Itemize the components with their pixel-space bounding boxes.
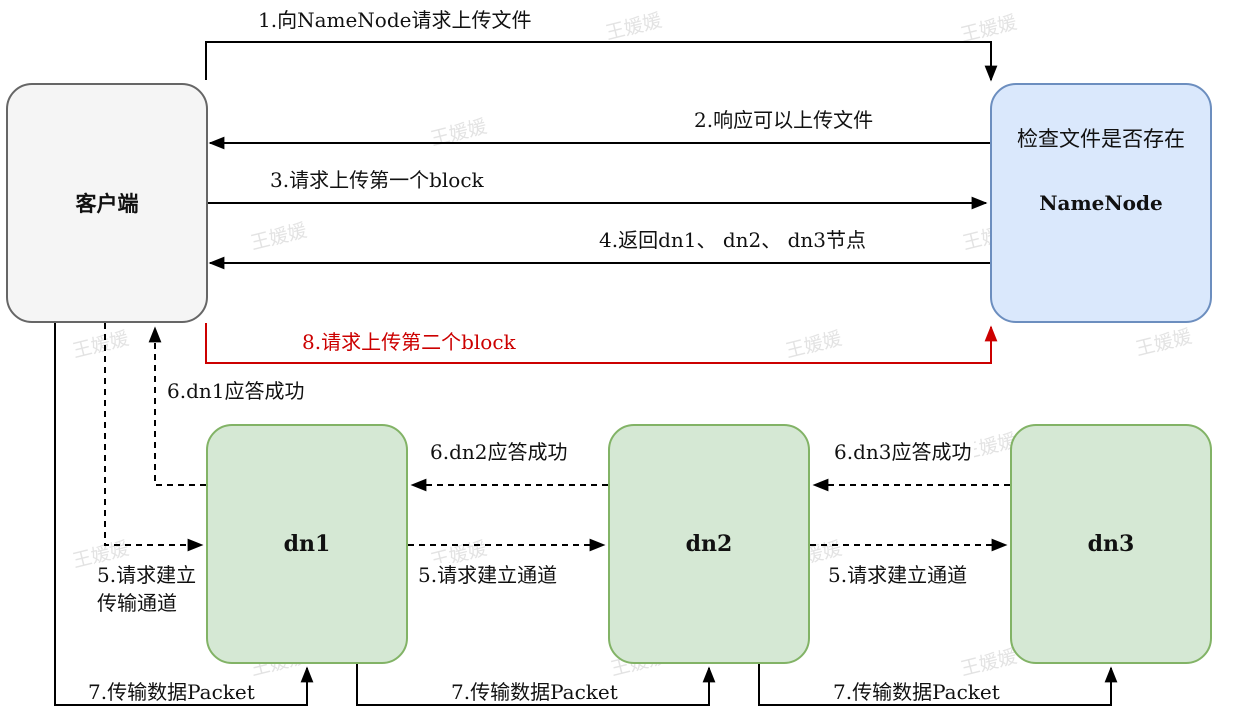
step6-dn3-label: 6.dn3应答成功 bbox=[832, 440, 974, 464]
step3-label: 3.请求上传第一个block bbox=[268, 168, 486, 192]
step5-client-label-line1: 5.请求建立 bbox=[95, 563, 199, 587]
step2-label: 2.响应可以上传文件 bbox=[692, 108, 876, 132]
dn2-label: dn2 bbox=[685, 531, 733, 557]
datanode-dn2: dn2 bbox=[608, 424, 810, 664]
datanode-dn1: dn1 bbox=[206, 424, 408, 664]
step7-client-label: 7.传输数据Packet bbox=[86, 680, 257, 704]
step5-client-label-line2: 传输通道 bbox=[95, 591, 179, 615]
client-label: 客户端 bbox=[75, 192, 139, 216]
client-node: 客户端 bbox=[6, 83, 208, 323]
step8-label: 8.请求上传第二个block bbox=[300, 330, 518, 354]
arrow-step8 bbox=[205, 323, 998, 364]
namenode-label: NameNode bbox=[1039, 191, 1163, 215]
dn1-label: dn1 bbox=[283, 531, 331, 557]
step7-dn1-label: 7.传输数据Packet bbox=[449, 680, 620, 704]
step5-dn2-label: 5.请求建立通道 bbox=[826, 563, 970, 587]
arrow-dn1-ack bbox=[148, 326, 206, 486]
dn3-label: dn3 bbox=[1087, 531, 1135, 557]
datanode-dn3: dn3 bbox=[1010, 424, 1212, 664]
step1-label: 1.向NameNode请求上传文件 bbox=[256, 8, 534, 32]
arrow-client-pipeline bbox=[104, 323, 204, 552]
step7-dn2-label: 7.传输数据Packet bbox=[831, 680, 1002, 704]
namenode-node: 检查文件是否存在 NameNode bbox=[990, 83, 1212, 323]
step5-dn1-label: 5.请求建立通道 bbox=[416, 563, 560, 587]
step6-dn1-label: 6.dn1应答成功 bbox=[165, 379, 307, 403]
step6-dn2-label: 6.dn2应答成功 bbox=[428, 440, 570, 464]
step4-label: 4.返回dn1、 dn2、 dn3节点 bbox=[597, 228, 869, 252]
arrow-step1 bbox=[205, 41, 998, 82]
arrow-packet-client bbox=[54, 323, 314, 706]
arrow-packet-dn1 bbox=[356, 664, 716, 706]
arrow-packet-dn2 bbox=[758, 664, 1118, 706]
namenode-check-label: 检查文件是否存在 bbox=[1017, 127, 1185, 151]
